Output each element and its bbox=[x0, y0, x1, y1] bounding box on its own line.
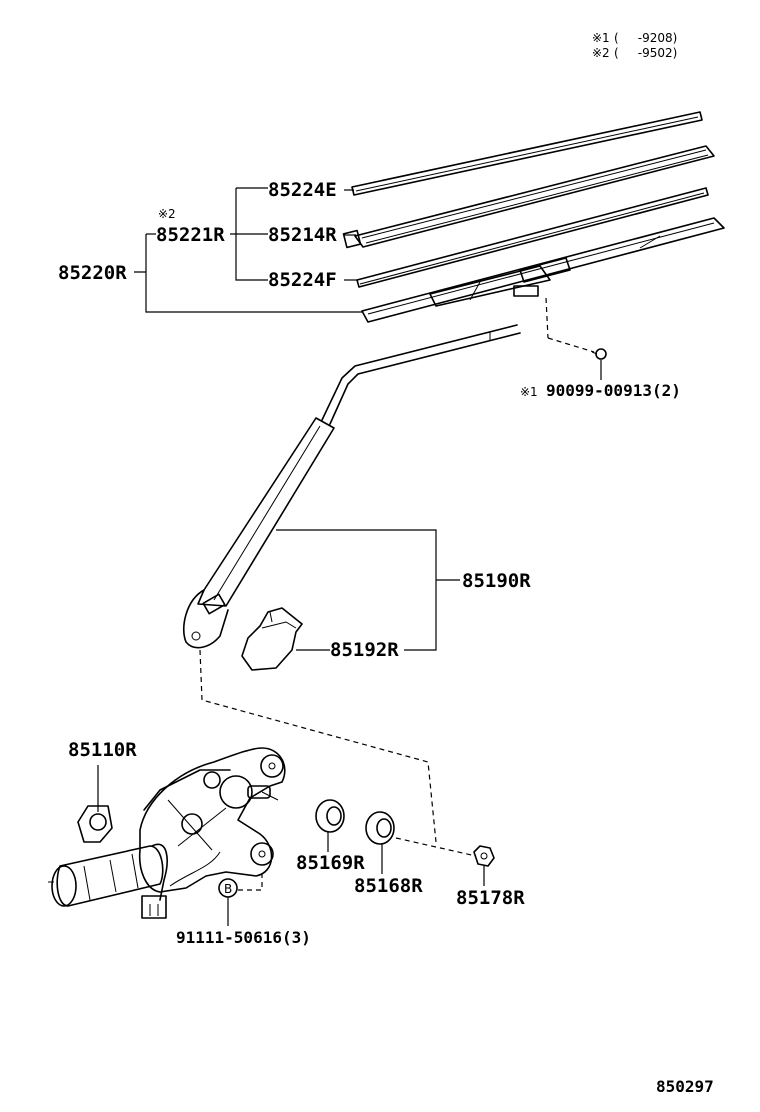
dash-blade-screw bbox=[545, 297, 549, 339]
grommet-part bbox=[365, 811, 395, 845]
leader-blade-complete bbox=[134, 271, 362, 313]
dash-bolt bbox=[238, 872, 263, 891]
bolt-marker: B bbox=[218, 878, 238, 898]
wiper-arm-part bbox=[182, 324, 521, 649]
dash-grommet-nut bbox=[395, 837, 477, 857]
blade-insert-upper-part bbox=[351, 111, 703, 196]
screw-part bbox=[591, 348, 607, 360]
leader-arm bbox=[276, 529, 437, 651]
note2-range: ( -9502) bbox=[614, 46, 677, 60]
blade-rubber-part bbox=[342, 145, 715, 249]
label-screw: 90099-00913(2) bbox=[546, 381, 681, 400]
label-nut: 85178R bbox=[456, 887, 525, 909]
arm-cover-part bbox=[241, 607, 303, 671]
note1-mark: ※1 bbox=[592, 31, 610, 45]
dash-arm-nut bbox=[199, 649, 437, 843]
label-grommet: 85168R bbox=[354, 875, 423, 897]
label-blade-rubber: 85214R bbox=[268, 224, 337, 246]
notes-block: ※1 ( -9208) ※2 ( -9502) bbox=[592, 31, 677, 60]
cushion-part bbox=[315, 799, 345, 833]
label-cushion: 85169R bbox=[296, 852, 365, 874]
blade-assembly-part bbox=[361, 217, 725, 323]
bolt-letter: B bbox=[224, 882, 232, 896]
label-blade-complete: 85220R bbox=[58, 262, 127, 284]
diagram-id: 850297 bbox=[656, 1077, 714, 1096]
label-bolt: 91111-50616(3) bbox=[176, 928, 311, 947]
label-motor: 85110R bbox=[68, 739, 137, 761]
label-arm-cover: 85192R bbox=[330, 639, 399, 661]
label-blade-assy-mark: ※2 bbox=[158, 207, 176, 221]
wiper-motor-part bbox=[48, 747, 286, 919]
label-blade-assy: 85221R bbox=[156, 224, 225, 246]
dash-blade-screw-2 bbox=[547, 337, 595, 353]
label-blade-insert-upper: 85224E bbox=[268, 179, 337, 201]
note1-range: ( -9208) bbox=[614, 31, 677, 45]
label-arm: 85190R bbox=[462, 570, 531, 592]
label-blade-insert-lower: 85224F bbox=[268, 269, 337, 291]
nut-part bbox=[473, 845, 495, 867]
bracket-blade-parts bbox=[235, 188, 268, 281]
note2-mark: ※2 bbox=[592, 46, 610, 60]
label-screw-mark: ※1 bbox=[520, 385, 538, 399]
blade-insert-lower-part bbox=[356, 187, 709, 288]
